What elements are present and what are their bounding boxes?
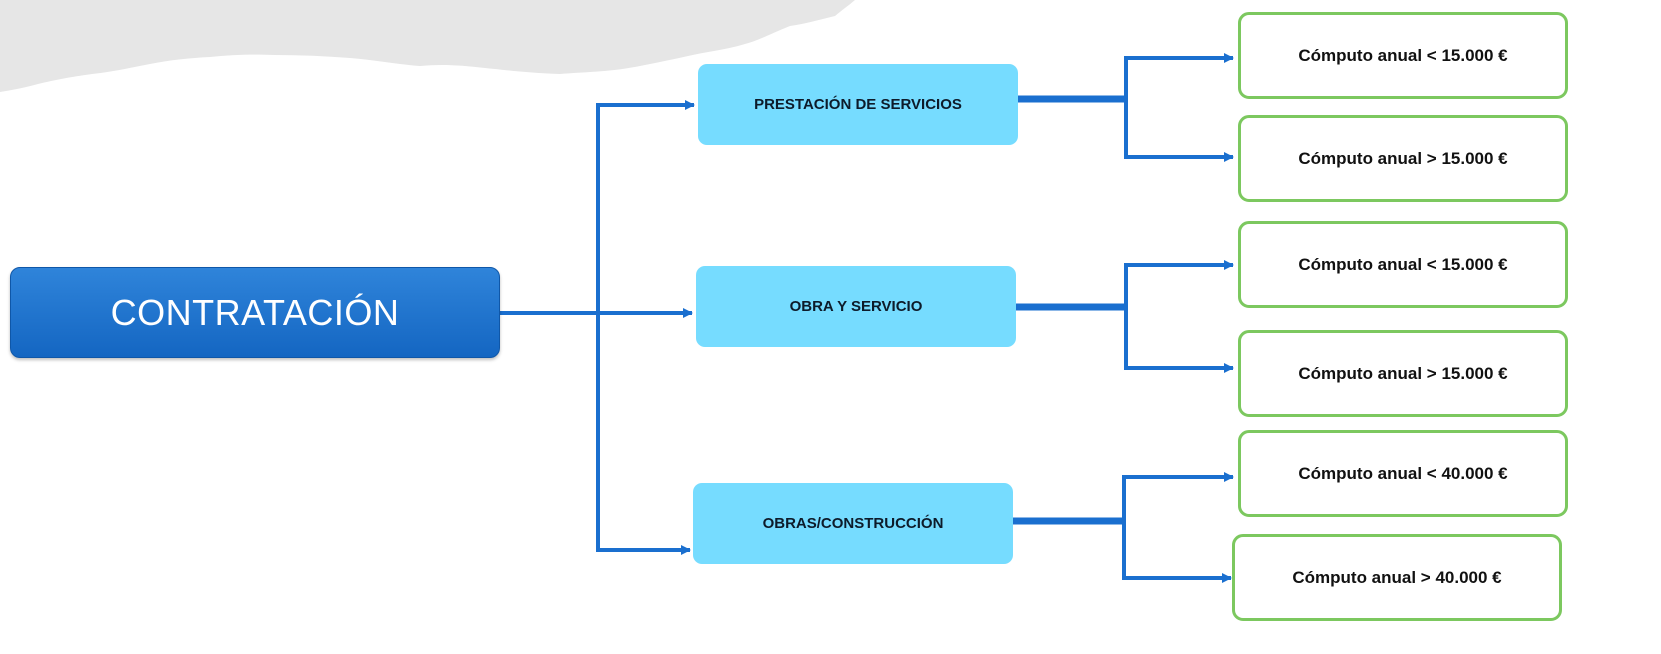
leaf-computo-anual-6: Cómputo anual > 40.000 € <box>1232 534 1562 621</box>
leaf-label: Cómputo anual < 15.000 € <box>1298 254 1508 274</box>
leaf-computo-anual-2: Cómputo anual > 15.000 € <box>1238 115 1568 202</box>
leaf-computo-anual-1: Cómputo anual < 15.000 € <box>1238 12 1568 99</box>
category-label: PRESTACIÓN DE SERVICIOS <box>754 96 962 113</box>
category-prestacion-de-servicios: PRESTACIÓN DE SERVICIOS <box>698 64 1018 145</box>
category-label: OBRAS/CONSTRUCCIÓN <box>762 515 944 532</box>
torn-paper-shape <box>0 0 855 92</box>
root-node-contratacion: CONTRATACIÓN <box>10 267 500 358</box>
category-obras-construccion: OBRAS/CONSTRUCCIÓN <box>693 483 1013 564</box>
category-label: OBRA Y SERVICIO <box>789 298 923 315</box>
leaf-label: Cómputo anual < 40.000 € <box>1298 463 1508 483</box>
leaf-label: Cómputo anual > 15.000 € <box>1298 363 1508 383</box>
leaf-computo-anual-4: Cómputo anual > 15.000 € <box>1238 330 1568 417</box>
leaf-label: Cómputo anual < 15.000 € <box>1298 45 1508 65</box>
root-node-label: CONTRATACIÓN <box>110 291 400 333</box>
leaf-computo-anual-3: Cómputo anual < 15.000 € <box>1238 221 1568 308</box>
category-obra-y-servicio: OBRA Y SERVICIO <box>696 266 1016 347</box>
leaf-label: Cómputo anual > 15.000 € <box>1298 148 1508 168</box>
leaf-label: Cómputo anual > 40.000 € <box>1292 567 1502 587</box>
leaf-computo-anual-5: Cómputo anual < 40.000 € <box>1238 430 1568 517</box>
